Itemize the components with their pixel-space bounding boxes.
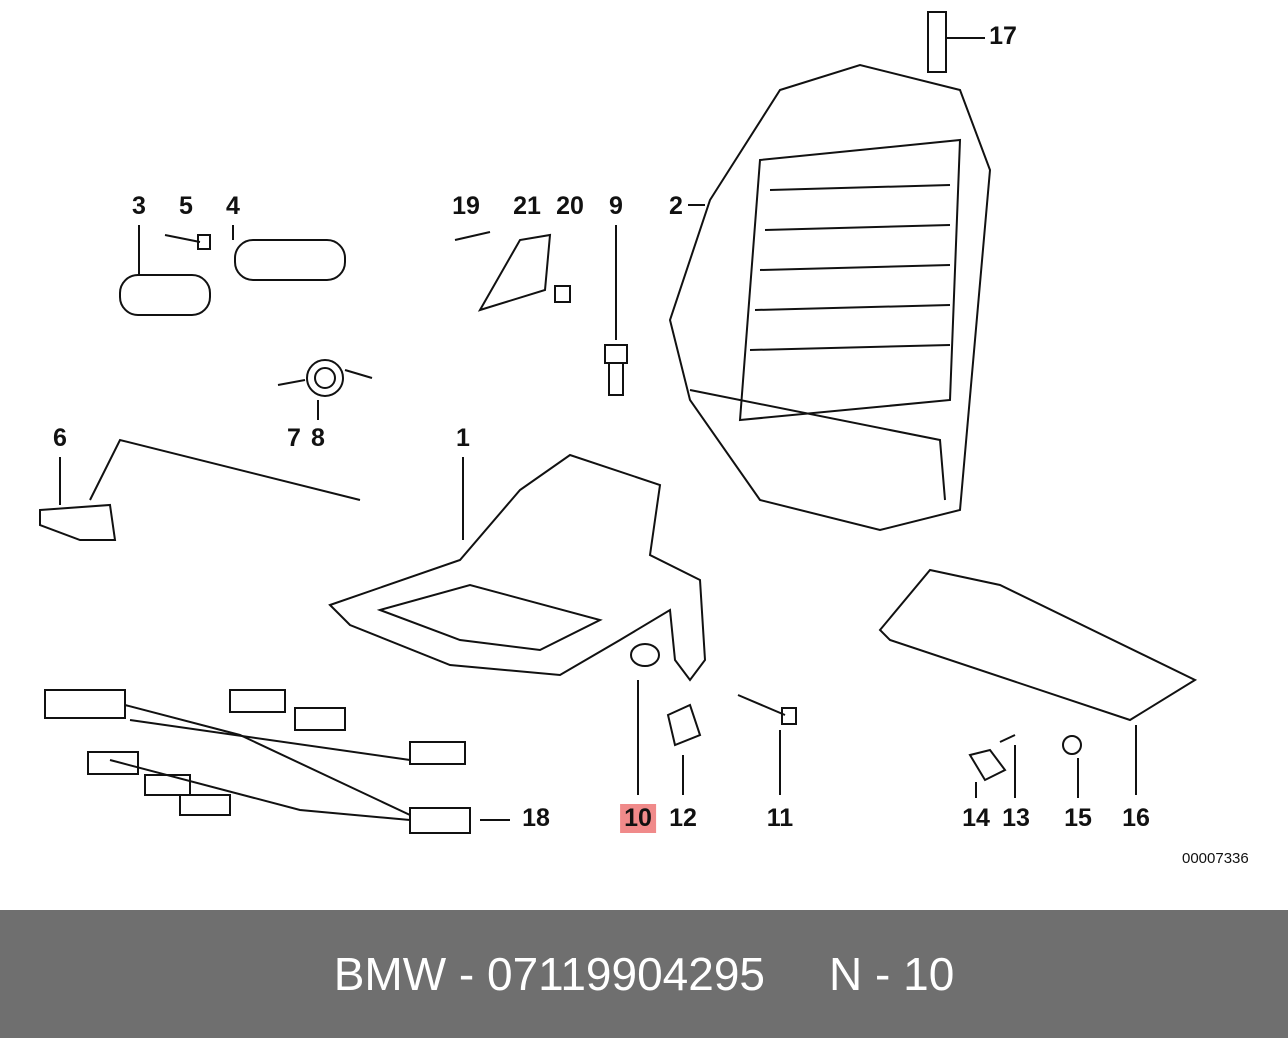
callout-6[interactable]: 6 [53, 424, 67, 452]
callout-10-highlighted[interactable]: 10 [620, 804, 656, 833]
callout-14[interactable]: 14 [962, 804, 990, 832]
part-1-seat-hinge-frame [328, 453, 707, 682]
parts-drawing [39, 11, 1198, 834]
callout-5[interactable]: 5 [179, 192, 193, 220]
callout-12[interactable]: 12 [669, 804, 697, 832]
callout-18[interactable]: 18 [522, 804, 550, 832]
part-17-bolt [927, 11, 985, 73]
part-9-bolt [604, 225, 628, 396]
part-info-bar: BMW - 07119904295 N - 10 [0, 910, 1288, 1038]
callout-2[interactable]: 2 [669, 192, 683, 220]
callout-13[interactable]: 13 [1002, 804, 1030, 832]
callout-19[interactable]: 19 [452, 192, 480, 220]
part-7-8-spring [277, 359, 373, 420]
part-12-nut [666, 703, 702, 795]
callout-17[interactable]: 17 [989, 22, 1017, 50]
part-20-clip [554, 285, 571, 303]
part-19-screw [454, 231, 491, 241]
part-15-clip [1062, 735, 1082, 798]
callout-21[interactable]: 21 [513, 192, 541, 220]
callout-20[interactable]: 20 [556, 192, 584, 220]
part-2-backrest-frame [668, 63, 992, 532]
part-3-motor [119, 225, 211, 316]
callout-11[interactable]: 11 [766, 804, 794, 832]
callout-15[interactable]: 15 [1064, 804, 1092, 832]
part-5-screw [164, 234, 211, 250]
callout-8[interactable]: 8 [311, 424, 325, 452]
part-16-cover [878, 568, 1198, 795]
parts-diagram: 17 3 5 4 19 21 20 9 2 6 7 8 1 18 10 12 1… [39, 11, 1249, 867]
part-13-screw [999, 734, 1016, 798]
callout-1[interactable]: 1 [456, 424, 470, 452]
callout-7[interactable]: 7 [287, 424, 301, 452]
part-10-bushing [630, 643, 660, 795]
diagram-code: 00007336 [1182, 850, 1249, 867]
part-14-bracket [968, 748, 1007, 798]
callout-9[interactable]: 9 [609, 192, 623, 220]
part-number: 07119904295 [487, 948, 766, 1000]
position-number: 10 [903, 948, 955, 1000]
part-21-bracket [477, 233, 552, 312]
part-18-wiring-harness [44, 689, 510, 834]
part-4-motor [232, 225, 346, 281]
callout-3[interactable]: 3 [132, 192, 146, 220]
part-6-rod [39, 438, 361, 541]
callout-4[interactable]: 4 [226, 192, 240, 220]
part-11-bolt [737, 694, 797, 795]
brand: BMW [333, 948, 447, 1000]
separator: - [446, 948, 488, 1000]
position-prefix: N - [829, 948, 904, 1000]
callout-16[interactable]: 16 [1122, 804, 1150, 832]
